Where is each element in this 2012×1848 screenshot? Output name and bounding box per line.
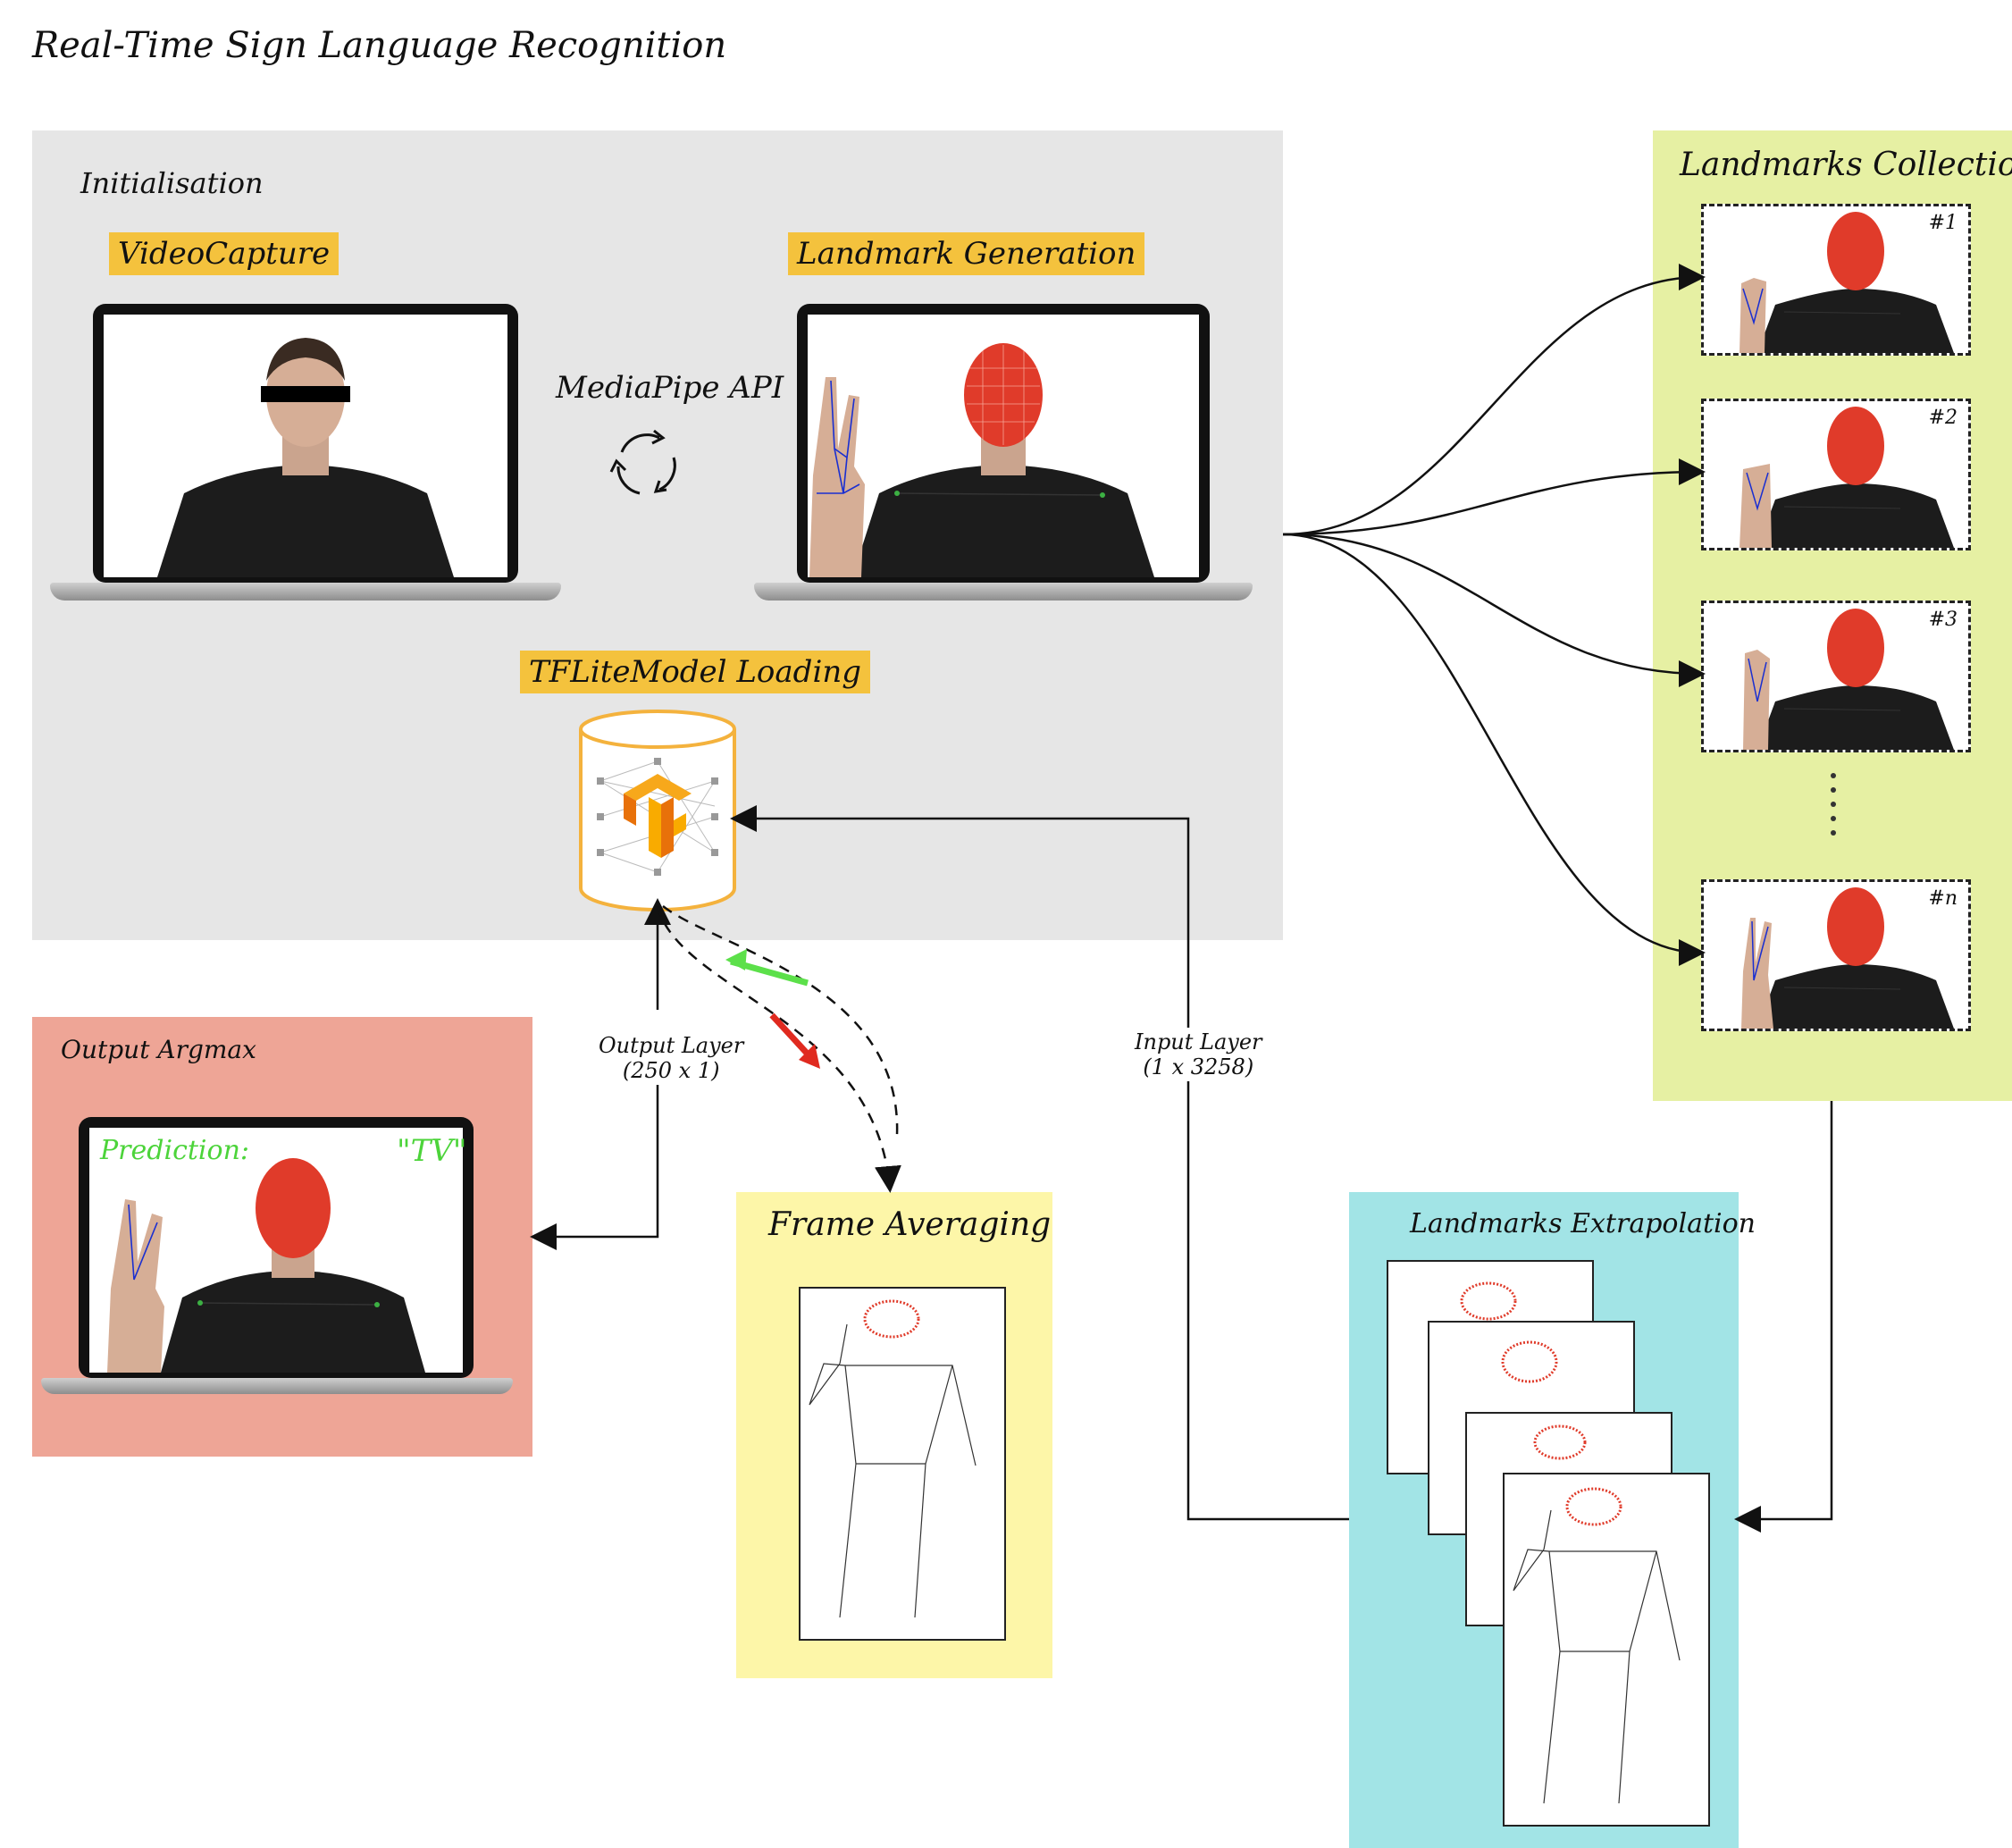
- frame-number: #2: [1928, 407, 1958, 429]
- tensorflow-logo-icon: [624, 774, 692, 858]
- averaged-skeleton-sheet: [799, 1287, 1006, 1641]
- person-landmarks-image: [808, 315, 1199, 577]
- eye-censor-bar: [261, 386, 350, 402]
- landmark-frame-card-n: #n: [1701, 879, 1971, 1031]
- tflite-model-database-icon: [579, 710, 736, 911]
- video-capture-tag: VideoCapture: [109, 232, 340, 275]
- page-title: Real-Time Sign Language Recognition: [32, 25, 727, 66]
- landmark-generation-tag: Landmark Generation: [788, 232, 1145, 275]
- output-argmax-title: Output Argmax: [61, 1035, 256, 1064]
- landmark-frame-card-2: #2: [1701, 399, 1971, 550]
- refresh-cycle-icon: [609, 429, 676, 495]
- ellipsis-vertical-icon: [1831, 773, 1836, 836]
- fanout-arrows: [1282, 264, 1706, 966]
- mediapipe-api-label: MediaPipe API: [556, 370, 784, 406]
- extrapolation-sheet-4: [1503, 1473, 1710, 1827]
- red-arrowhead: [799, 1044, 820, 1069]
- frame-number: #1: [1928, 212, 1958, 234]
- output-layer-arrow: [530, 1037, 659, 1250]
- person-image: [104, 315, 507, 577]
- green-arrowhead: [725, 949, 747, 970]
- landmarks-collection-title: Landmarks Collection: [1680, 147, 2012, 183]
- input-layer-label: Input Layer (1 x 3258): [1131, 1028, 1266, 1081]
- landmarks-extrapolation-title: Landmarks Extrapolation: [1410, 1208, 1756, 1239]
- prediction-image: [89, 1128, 463, 1373]
- frame-number: #3: [1928, 609, 1958, 631]
- prediction-label: Prediction:: [100, 1135, 250, 1166]
- landmark-frame-card-3: #3: [1701, 601, 1971, 752]
- frame-number: #n: [1928, 887, 1958, 910]
- tflite-model-loading-tag: TFLiteModel Loading: [520, 651, 870, 693]
- output-layer-label: Output Layer (250 x 1): [595, 1031, 748, 1085]
- input-layer-arrow: [730, 805, 1190, 1046]
- frame-averaging-title: Frame Averaging: [768, 1206, 1052, 1243]
- red-arrow: [769, 1012, 816, 1063]
- collection-to-extrapolation-arrow: [1734, 1101, 1833, 1533]
- prediction-value: "TV": [397, 1133, 467, 1169]
- initialisation-title: Initialisation: [80, 166, 264, 200]
- extrapolation-to-input-line: [1186, 1072, 1349, 1521]
- landmark-frame-card-1: #1: [1701, 204, 1971, 356]
